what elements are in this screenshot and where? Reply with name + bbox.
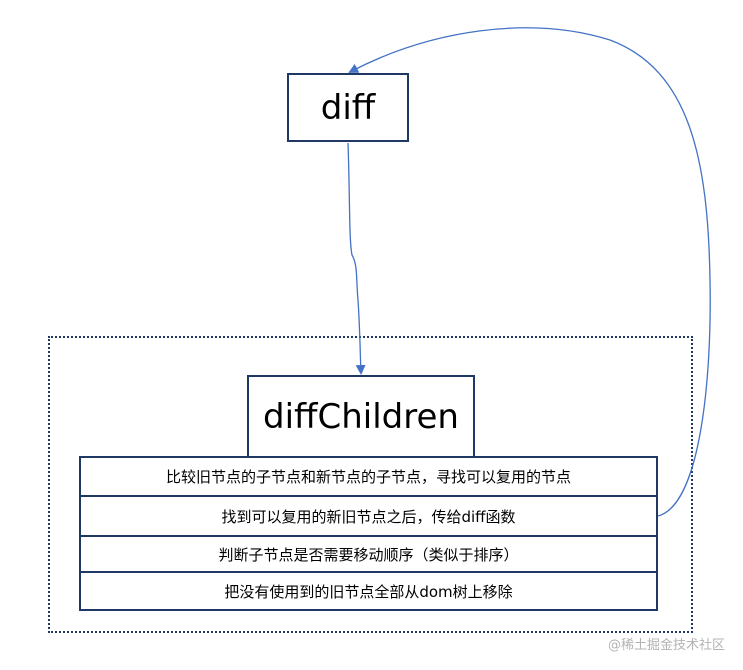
step-remove-unused-old-nodes: 把没有使用到的旧节点全部从dom树上移除 [81, 573, 656, 611]
step-label: 找到可以复用的新旧节点之后，传给diff函数 [221, 507, 516, 526]
arrow-step-back-to-diff [348, 27, 711, 517]
diffchildren-group-frame [48, 336, 693, 633]
diff-node-label: diff [320, 87, 376, 128]
step-label: 把没有使用到的旧节点全部从dom树上移除 [224, 582, 513, 601]
diff-node: diff [287, 73, 409, 142]
diffchildren-steps-list: 比较旧节点的子节点和新节点的子节点，寻找可以复用的节点 找到可以复用的新旧节点之… [79, 456, 658, 611]
arrow-diff-to-diffchildren [347, 142, 366, 375]
watermark: @稀土掘金技术社区 [607, 638, 725, 653]
step-label: 判断子节点是否需要移动顺序（类似于排序） [218, 545, 519, 564]
step-pass-to-diff: 找到可以复用的新旧节点之后，传给diff函数 [81, 497, 656, 537]
step-label: 比较旧节点的子节点和新节点的子节点，寻找可以复用的节点 [165, 468, 571, 486]
step-find-reusable-nodes: 比较旧节点的子节点和新节点的子节点，寻找可以复用的节点 [81, 458, 656, 497]
diffchildren-node-label: diffChildren [263, 396, 459, 437]
step-check-move-order: 判断子节点是否需要移动顺序（类似于排序） [81, 537, 656, 573]
diffchildren-node: diffChildren [247, 375, 475, 458]
